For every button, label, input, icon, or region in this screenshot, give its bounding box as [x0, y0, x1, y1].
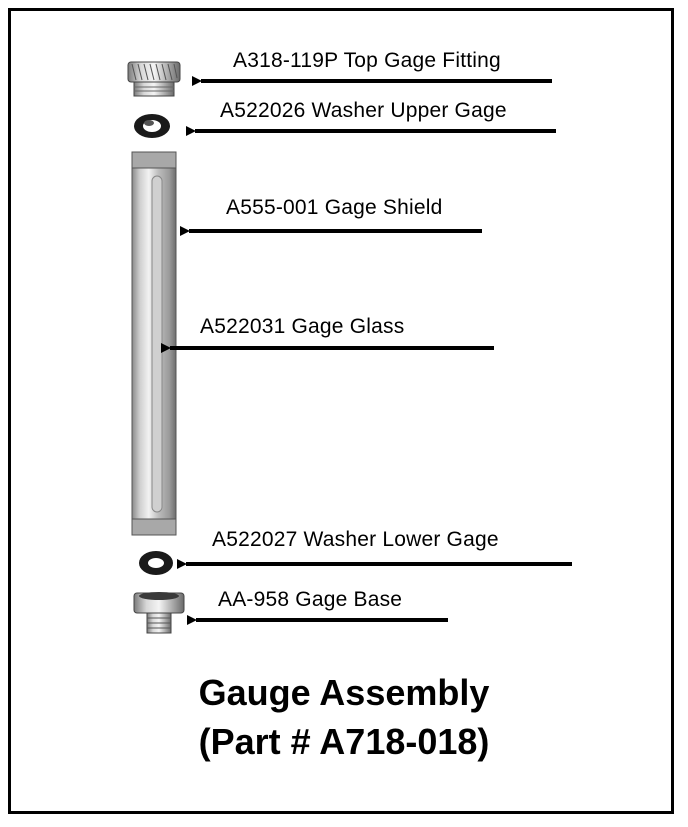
label-gage-shield: A555-001 Gage Shield	[226, 196, 443, 219]
gage-shield-part	[131, 151, 177, 536]
diagram-part-number: (Part # A718-018)	[198, 721, 490, 762]
diagram-title: Gauge Assembly	[198, 672, 490, 713]
label-gage-base: AA-958 Gage Base	[218, 588, 403, 611]
diagram-frame	[8, 8, 674, 814]
top-gage-fitting-part	[127, 61, 181, 97]
washer-upper-gage-part	[134, 114, 170, 138]
label-top-gage-fitting: A318-119P Top Gage Fitting	[233, 49, 501, 72]
label-washer-upper-gage: A522026 Washer Upper Gage	[220, 99, 507, 122]
washer-lower-gage-part	[139, 551, 173, 575]
label-gage-glass: A522031 Gage Glass	[200, 315, 405, 338]
gage-base-part	[133, 592, 185, 634]
label-washer-lower-gage: A522027 Washer Lower Gage	[212, 528, 499, 551]
